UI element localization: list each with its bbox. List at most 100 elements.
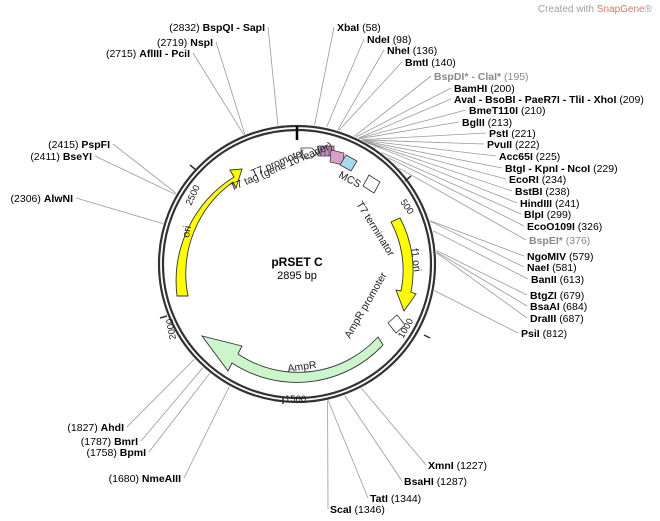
site-name: PvuII	[487, 139, 512, 151]
site-name: BmrI	[114, 436, 138, 448]
site-label: NheI (136)	[387, 45, 437, 57]
site-label: (2411) BseYI	[30, 151, 92, 163]
site-position: (140)	[431, 57, 456, 69]
watermark-brand: SnapGene	[596, 4, 645, 15]
leader-line	[327, 400, 369, 499]
site-position: (1827)	[67, 422, 97, 434]
site-position: (58)	[362, 22, 381, 34]
leader-line	[337, 49, 385, 131]
site-label: BtgZI (679)	[530, 290, 584, 302]
site-name: XmnI	[428, 460, 454, 472]
site-position: (2719)	[157, 37, 187, 49]
site-label: BtgI - KpnI - NcoI (229)	[505, 163, 618, 175]
ampr-arrow	[200, 335, 384, 383]
site-name: NspI	[190, 37, 213, 49]
leader-line	[436, 251, 528, 307]
site-label: AvaI - BsoBI - PaeR7I - TliI - XhoI (209…	[454, 94, 644, 106]
site-position: (1287)	[437, 476, 467, 488]
leader-line	[326, 38, 365, 128]
leader-line	[359, 121, 460, 140]
site-position: (238)	[545, 186, 570, 198]
site-name: ScaI	[330, 504, 352, 516]
site-position: (221)	[511, 128, 536, 140]
site-position: (326)	[578, 221, 603, 233]
site-name: AvaI - BsoBI - PaeR7I - TliI - XhoI	[454, 94, 616, 106]
site-label: BstBI (238)	[515, 186, 570, 198]
site-name: BspQI - SapI	[203, 22, 266, 34]
leader-line	[436, 250, 528, 296]
site-position: (225)	[536, 151, 561, 163]
site-name: BanII	[531, 274, 557, 286]
leader-line	[75, 197, 164, 225]
tick-500: 500	[398, 197, 416, 216]
site-label: (2715) AflIII - PciI	[106, 48, 190, 60]
leader-line	[430, 220, 525, 257]
site-position: (1787)	[81, 436, 111, 448]
site-name: NmeAIII	[142, 473, 181, 485]
site-position: (581)	[552, 262, 577, 274]
site-position: (2715)	[106, 48, 136, 60]
leader-line	[387, 157, 525, 227]
site-position: (213)	[488, 117, 513, 129]
site-name: BlpI	[524, 209, 544, 221]
site-name: HindIII	[520, 198, 552, 210]
site-name: PstI	[489, 128, 508, 140]
site-label: TatI (1344)	[370, 493, 421, 505]
leader-line	[381, 152, 522, 215]
ampr-promoter-arrow	[387, 314, 406, 334]
site-label: BanII (613)	[531, 274, 584, 286]
site-name: BsaHI	[404, 476, 434, 488]
site-name: BmtI	[405, 57, 428, 69]
leader-line	[215, 41, 246, 135]
site-name: BspDI* - ClaI*	[434, 71, 502, 83]
site-position: (2832)	[169, 22, 199, 34]
leader-line	[148, 373, 210, 453]
site-position: (299)	[547, 209, 572, 221]
tick-1500: 1500	[285, 394, 306, 405]
leader-line	[354, 75, 432, 137]
site-label: NaeI (581)	[527, 262, 577, 274]
site-label: BsaAI (684)	[530, 301, 587, 313]
site-label: DraIII (687)	[530, 313, 584, 325]
site-position: (1346)	[355, 504, 385, 516]
site-position: (136)	[413, 45, 438, 57]
watermark-prefix: Created with	[537, 4, 597, 15]
site-position: (241)	[555, 198, 580, 210]
site-name: NheI	[387, 45, 410, 57]
site-label: BglII (213)	[462, 117, 512, 129]
plasmid-name: pRSET C	[271, 255, 323, 269]
site-position: (2415)	[48, 139, 78, 151]
site-label: NgoMIV (579)	[527, 251, 594, 263]
ampr-promoter-label: AmpR promoter	[342, 270, 390, 341]
leader-line	[364, 141, 507, 180]
site-label: (1827) AhdI	[67, 422, 124, 434]
site-name: BseYI	[63, 151, 92, 163]
site-position: (679)	[560, 290, 585, 302]
site-name: BspEI*	[529, 235, 564, 247]
site-position: (1680)	[109, 473, 139, 485]
site-position: (222)	[515, 139, 540, 151]
site-name: PspFI	[81, 139, 110, 151]
site-position: (1344)	[391, 493, 421, 505]
site-label: BmtI (140)	[405, 57, 456, 69]
features	[175, 145, 417, 383]
site-position: (2306)	[11, 193, 41, 205]
leader-line	[398, 167, 527, 241]
site-position: (579)	[569, 251, 594, 263]
site-label: BspEI* (376)	[529, 235, 590, 247]
site-name: AflIII - PciI	[139, 48, 190, 60]
site-label: PstI (221)	[489, 128, 536, 140]
leader-line	[361, 139, 485, 145]
leader-line	[140, 367, 204, 442]
site-name: EcoRI	[509, 174, 539, 186]
leader-line	[267, 26, 279, 126]
site-label: (1758) BpmI	[86, 447, 146, 459]
site-label: PvuII (222)	[487, 139, 540, 151]
site-position: (1758)	[86, 447, 116, 459]
site-name: BpmI	[120, 447, 146, 459]
leader-line	[358, 109, 467, 139]
site-label: HindIII (241)	[520, 198, 580, 210]
leader-line	[94, 155, 176, 195]
site-label: EcoO109I (326)	[527, 221, 602, 233]
